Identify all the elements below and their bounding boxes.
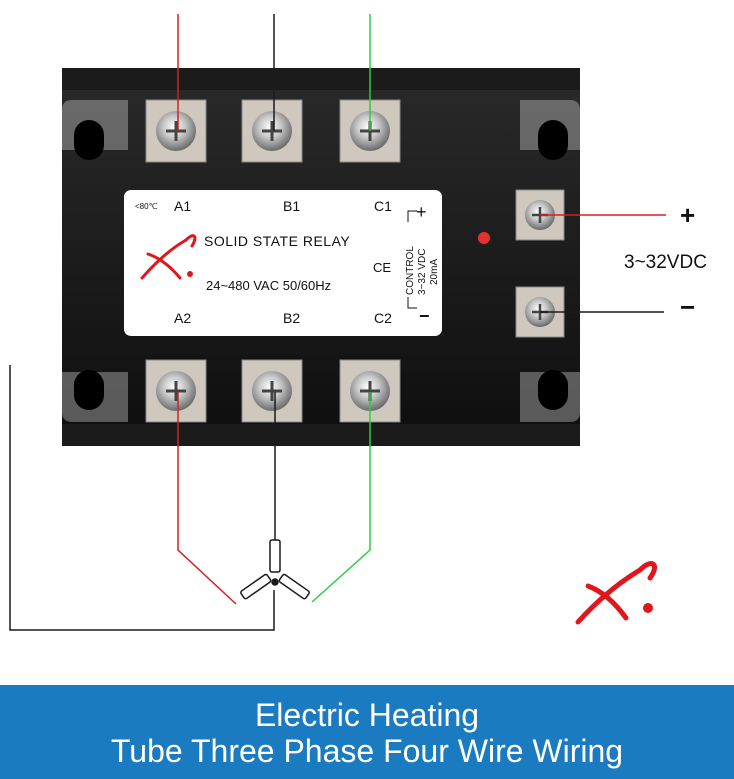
- title-banner: Electric Heating Tube Three Phase Four W…: [0, 685, 734, 779]
- wiring-diagram: <80℃ A1 B1 C1 A2 B2 C2 SOLID STATE RELAY…: [9, 14, 707, 631]
- banner-line-2: Tube Three Phase Four Wire Wiring: [110, 733, 624, 769]
- relay-rating: 24~480 VAC 50/60Hz: [206, 278, 331, 293]
- wire-phase-a-out: [177, 392, 237, 605]
- control-label: CONTROL: [405, 246, 416, 295]
- dc-minus-label: −: [680, 292, 695, 322]
- label-c1: C1: [374, 198, 392, 214]
- label-plus: +: [416, 202, 427, 222]
- banner-line-1: Electric Heating: [254, 697, 480, 733]
- terminal-a2: [145, 359, 207, 423]
- brand-logo-large: [575, 561, 657, 625]
- label-a2: A2: [174, 310, 191, 326]
- brand-logo: [140, 234, 197, 280]
- terminal-b2: [241, 359, 303, 423]
- label-b2: B2: [283, 310, 300, 326]
- control-current: 20mA: [429, 259, 440, 285]
- heating-tubes-star: [240, 539, 310, 600]
- relay-label: <80℃ A1 B1 C1 A2 B2 C2 SOLID STATE RELAY…: [124, 190, 442, 336]
- terminal-a1: [145, 99, 207, 163]
- relay-title: SOLID STATE RELAY: [204, 233, 350, 249]
- dc-voltage-label: 3~32VDC: [624, 252, 707, 273]
- label-b1: B1: [283, 198, 300, 214]
- label-a1: A1: [174, 198, 191, 214]
- label-minus: −: [419, 306, 430, 326]
- status-led: [478, 232, 490, 244]
- dc-plus-label: +: [680, 200, 695, 230]
- wire-neutral: [9, 365, 275, 631]
- ce-mark: CE: [373, 260, 391, 275]
- control-voltage: 3~32 VDC: [417, 249, 428, 295]
- temp-mark: <80℃: [135, 202, 158, 211]
- terminal-b1: [241, 99, 303, 163]
- wire-phase-c-out: [311, 392, 371, 603]
- label-c2: C2: [374, 310, 392, 326]
